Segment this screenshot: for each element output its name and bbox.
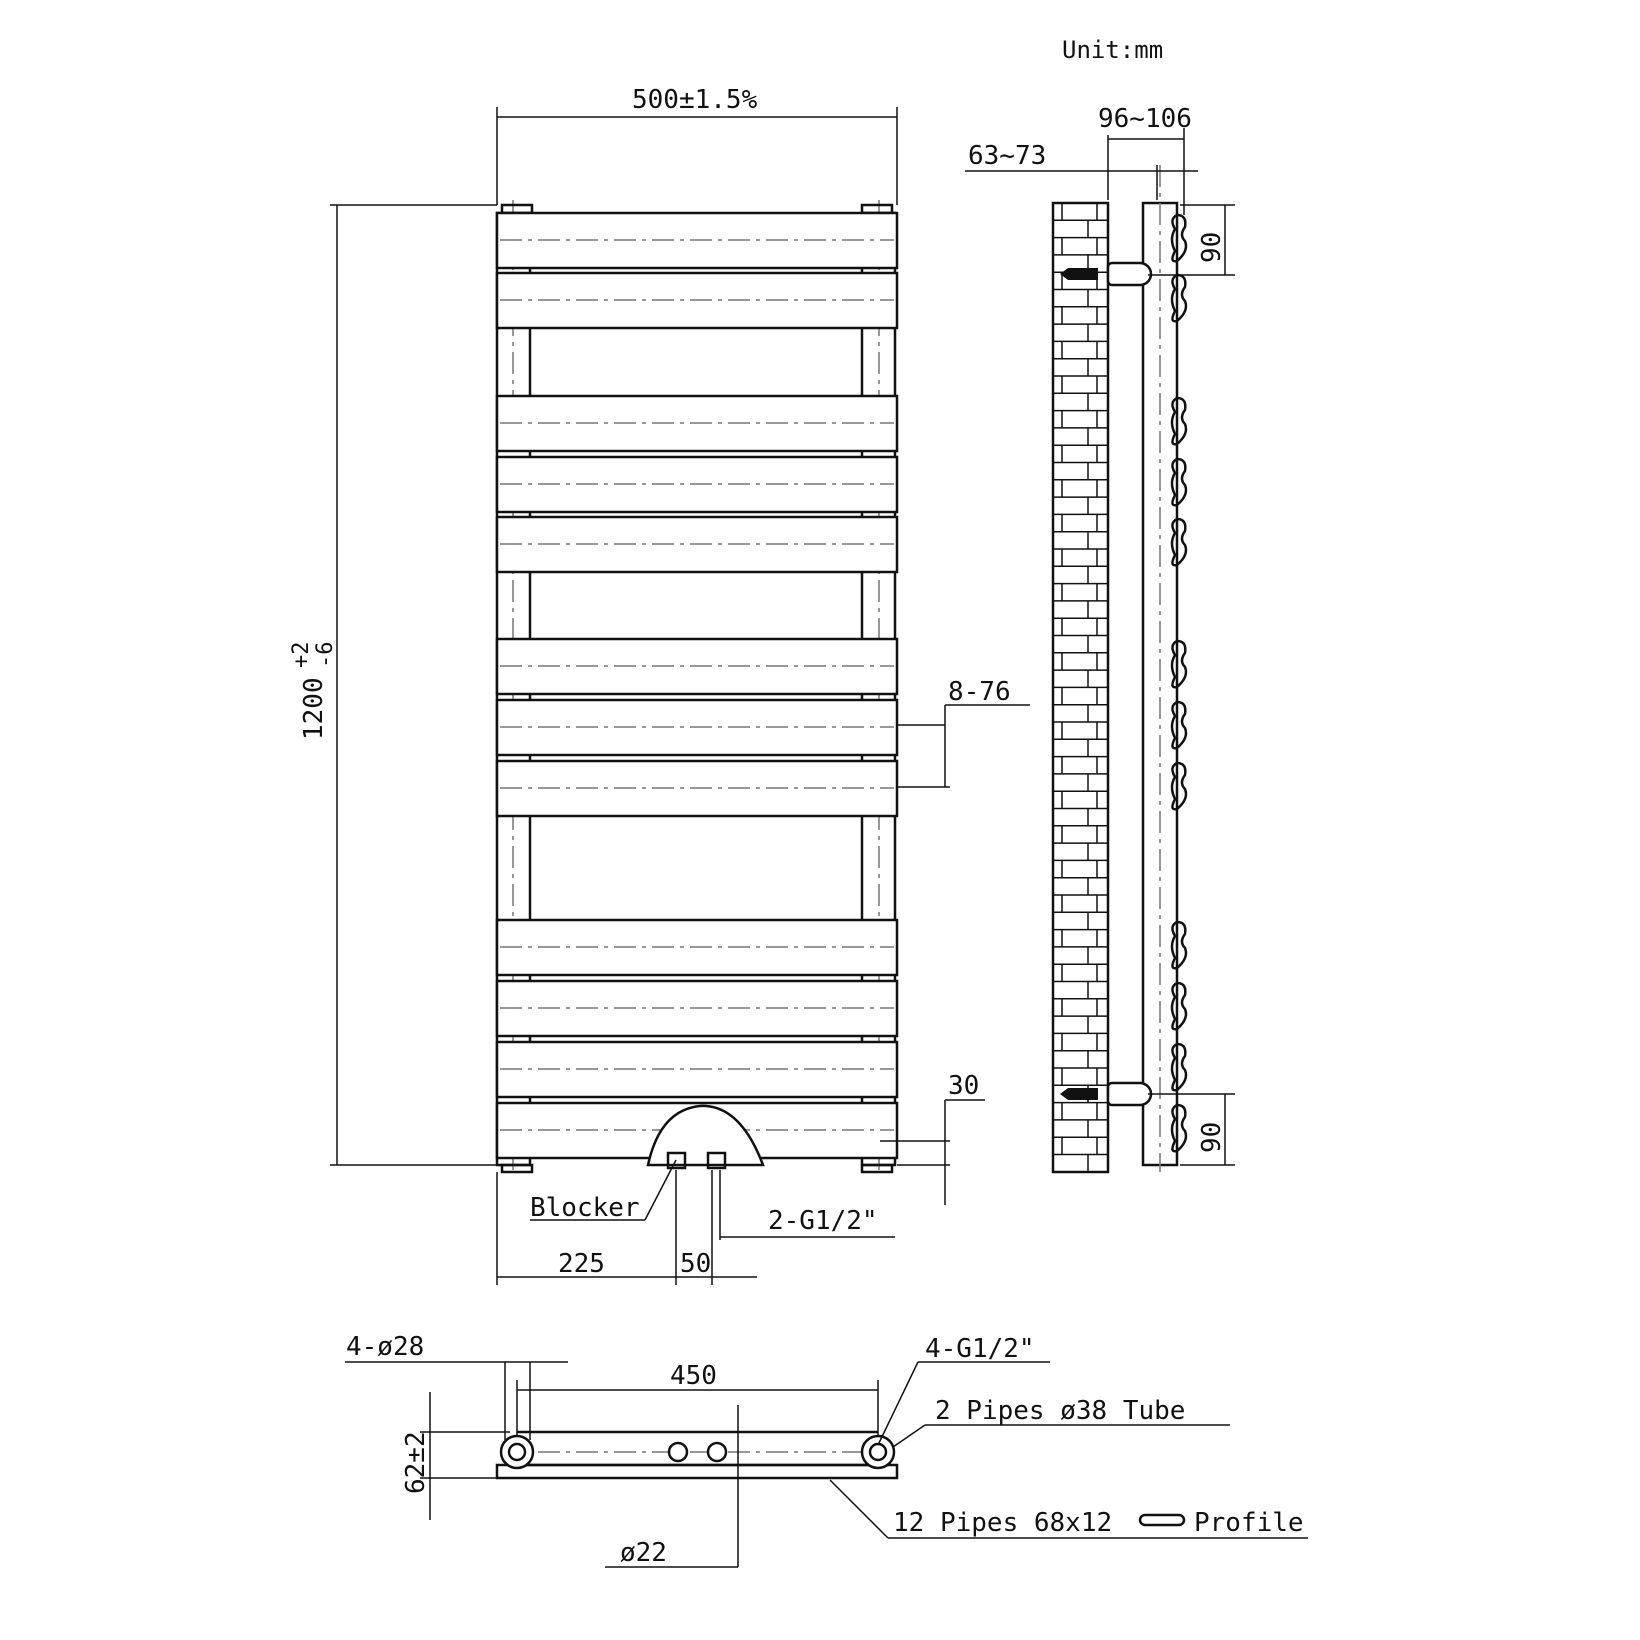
bracket-bottom — [1060, 1081, 1153, 1107]
centers-dim: 450 — [670, 1361, 717, 1391]
valve-right — [706, 1441, 728, 1463]
bar-profile — [1170, 639, 1188, 689]
side-view: 96~106 63~73 90 90 — [965, 104, 1235, 1174]
brick-wall — [1051, 201, 1110, 1174]
depth-dim: 62±2 — [401, 1431, 431, 1494]
connector-label: 4-G1/2" — [925, 1334, 1035, 1364]
right-tube — [860, 1434, 896, 1470]
height-dim: 1200 — [299, 677, 329, 740]
bar-profile — [1170, 1042, 1188, 1092]
valve-left — [667, 1441, 689, 1463]
bracket-bottom-dim: 90 — [1197, 1122, 1227, 1153]
depth-wall-dim: 63~73 — [968, 141, 1046, 171]
height-tol-lower: -6 — [313, 642, 338, 669]
offset-dim: 225 — [558, 1249, 605, 1279]
height-tol-upper: +2 — [289, 642, 314, 669]
bar-plan — [495, 1463, 899, 1480]
left-tube — [499, 1434, 535, 1470]
unit-label: Unit:mm — [1062, 36, 1163, 64]
bar-profile — [1170, 1103, 1188, 1153]
valve-dia-label: ø22 — [620, 1538, 667, 1568]
bar-profiles — [1170, 213, 1188, 1153]
blocker-valve — [666, 1151, 687, 1170]
flat-bars — [495, 211, 899, 1160]
pipes-label: 2 Pipes ø38 Tube — [935, 1396, 1185, 1426]
inlet-label: 2-G1/2" — [768, 1206, 878, 1236]
bottom-view: 4-ø28 450 4-G1/2" 2 Pipes ø38 Tube 62±2 … — [345, 1332, 1308, 1568]
profile-label-suffix: Profile — [1194, 1508, 1304, 1538]
bar-profile — [1170, 761, 1188, 811]
bar-profile — [1170, 981, 1188, 1031]
flat-bar — [495, 918, 899, 977]
bracket-top-dim: 90 — [1197, 232, 1227, 263]
depth-total-dim: 96~106 — [1098, 104, 1192, 134]
bar-profile — [1170, 700, 1188, 750]
bar-profile — [1170, 457, 1188, 507]
profile-label-prefix: 12 Pipes 68x12 — [893, 1508, 1112, 1538]
bar-profile — [1170, 213, 1188, 263]
bar-gap-dim: 8-76 — [948, 677, 1011, 707]
inlet-spacing-dim: 50 — [680, 1249, 711, 1279]
bracket-top — [1060, 261, 1153, 287]
blocker-label: Blocker — [530, 1193, 640, 1223]
bottom-offset-dim: 30 — [948, 1071, 979, 1101]
bar-profile — [1170, 920, 1188, 970]
width-dim: 500±1.5% — [632, 85, 758, 115]
profile-shape-icon — [1138, 1513, 1186, 1527]
bar-profile — [1170, 396, 1188, 446]
flat-bar — [495, 759, 899, 818]
front-view: 500±1.5% 1200 +2 -6 8-76 30 Blocker 2-G1… — [289, 85, 1030, 1285]
bar-profile — [1170, 517, 1188, 567]
inlet-valve — [706, 1151, 727, 1170]
valve-cutout — [646, 1104, 765, 1167]
leg-dia-label: 4-ø28 — [346, 1332, 424, 1362]
bar-profile — [1170, 273, 1188, 323]
